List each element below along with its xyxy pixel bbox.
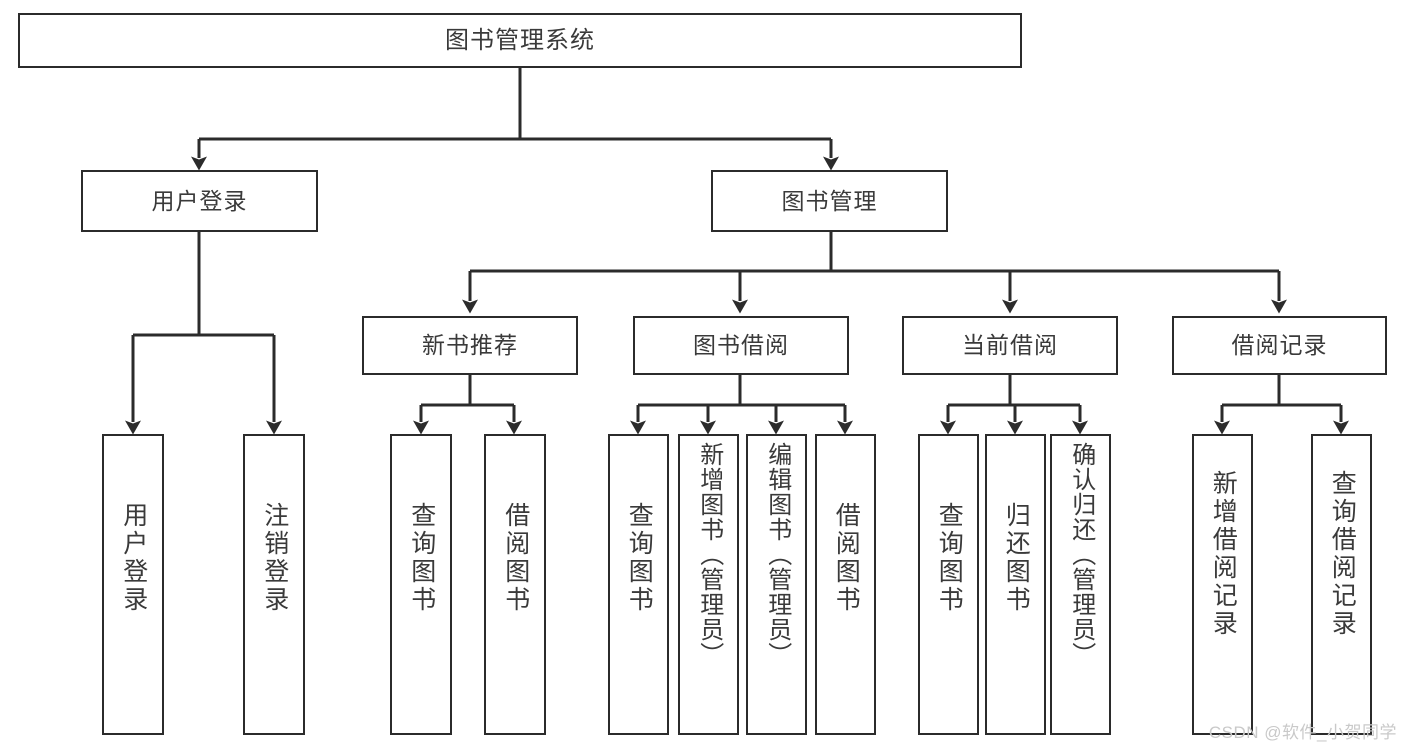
node-label: 借阅图书	[501, 502, 530, 614]
node-label: 新增图书（管理员）	[695, 442, 723, 667]
node-user-login[interactable]: 用户登录	[81, 170, 318, 232]
leaf-borrow-book-1[interactable]: 借阅图书	[484, 434, 546, 735]
leaf-add-book-admin[interactable]: 新增图书（管理员）	[678, 434, 739, 735]
leaf-query-book-3[interactable]: 查询图书	[918, 434, 979, 735]
node-label: 新书推荐	[422, 332, 518, 359]
node-book-manage[interactable]: 图书管理	[711, 170, 948, 232]
node-label: 归还图书	[1002, 502, 1031, 614]
leaf-logout-login[interactable]: 注销登录	[243, 434, 305, 735]
node-book-borrow[interactable]: 图书借阅	[633, 316, 849, 375]
node-label: 借阅图书	[832, 502, 861, 614]
node-label: 用户登录	[119, 502, 148, 614]
leaf-query-book-1[interactable]: 查询图书	[390, 434, 452, 735]
leaf-borrow-book-2[interactable]: 借阅图书	[815, 434, 876, 735]
node-label: 用户登录	[151, 187, 248, 214]
node-label: 编辑图书（管理员）	[763, 442, 791, 667]
leaf-return-book[interactable]: 归还图书	[985, 434, 1046, 735]
node-label: 查询图书	[935, 502, 964, 614]
node-label: 查询借阅记录	[1328, 470, 1357, 638]
leaf-user-login[interactable]: 用户登录	[102, 434, 164, 735]
leaf-add-borrow-record[interactable]: 新增借阅记录	[1192, 434, 1253, 735]
node-label: 图书管理	[781, 187, 878, 214]
node-new-book-recommend[interactable]: 新书推荐	[362, 316, 578, 375]
node-label: 图书管理系统	[445, 26, 595, 54]
node-label: 查询图书	[407, 502, 436, 614]
leaf-query-book-2[interactable]: 查询图书	[608, 434, 669, 735]
node-label: 注销登录	[260, 502, 289, 614]
csdn-watermark: CSDN @软件_小贺同学	[1208, 723, 1397, 742]
node-label: 当前借阅	[962, 332, 1058, 359]
node-label: 查询图书	[625, 502, 654, 614]
leaf-query-borrow-record[interactable]: 查询借阅记录	[1311, 434, 1372, 735]
node-borrow-record[interactable]: 借阅记录	[1172, 316, 1387, 375]
node-label: 图书借阅	[693, 332, 789, 359]
leaf-edit-book-admin[interactable]: 编辑图书（管理员）	[746, 434, 807, 735]
node-label: 确认归还（管理员）	[1067, 442, 1095, 667]
node-label: 借阅记录	[1231, 332, 1328, 359]
node-current-borrow[interactable]: 当前借阅	[902, 316, 1118, 375]
node-root-system[interactable]: 图书管理系统	[18, 13, 1022, 68]
node-label: 新增借阅记录	[1209, 470, 1238, 638]
leaf-confirm-return-admin[interactable]: 确认归还（管理员）	[1050, 434, 1111, 735]
